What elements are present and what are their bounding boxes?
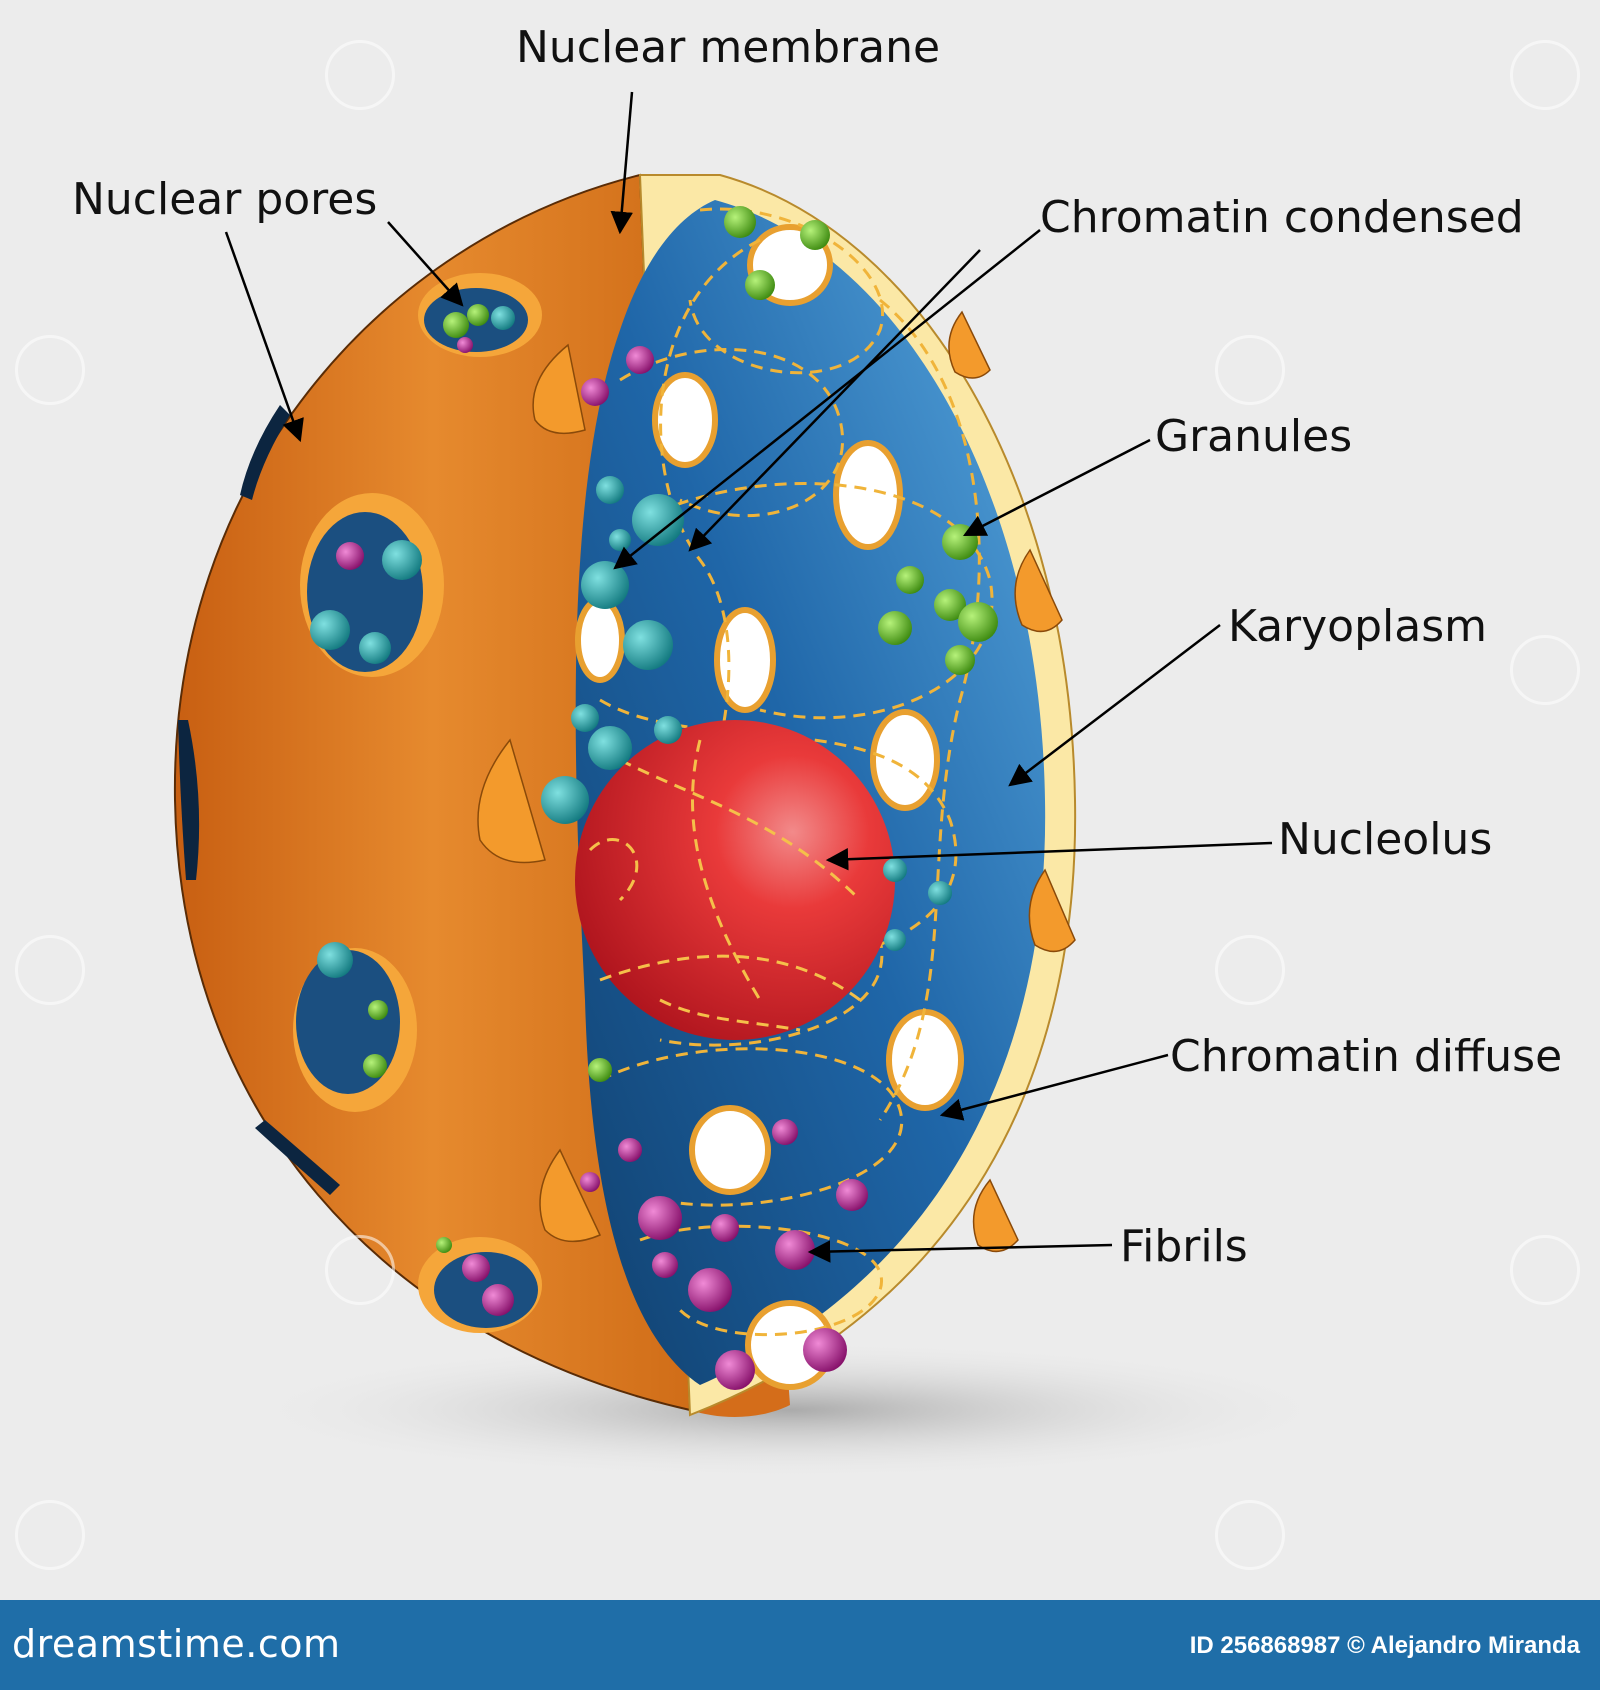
shell-notch	[255, 1120, 340, 1195]
arrow-karyoplasm	[1008, 624, 1221, 787]
watermark-icon	[325, 40, 395, 110]
shell-notch	[240, 405, 290, 500]
label-chromatin-diffuse: Chromatin diffuse	[1170, 1031, 1563, 1082]
watermark-icon	[1215, 935, 1285, 1005]
footer-brand[interactable]: dreamstime.com	[12, 1622, 341, 1666]
arrow-chromatin-condensed-2	[688, 249, 981, 552]
watermark-icon	[1215, 1500, 1285, 1570]
arrow-nuclear-membrane	[610, 91, 634, 235]
label-nuclear-membrane: Nuclear membrane	[516, 22, 941, 73]
nucleolus-fibers	[588, 739, 862, 1032]
watermark-icon	[1510, 1235, 1580, 1305]
watermark-icon	[15, 935, 85, 1005]
nucleus-diagram: Nuclear membrane Nuclear pores Chromatin…	[15, 22, 1580, 1570]
label-chromatin-condensed: Chromatin condensed	[1040, 192, 1524, 243]
watermark-icon	[325, 1235, 395, 1305]
watermark-icon	[1510, 635, 1580, 705]
arrow-nuclear-pores-1	[387, 221, 464, 307]
label-granules: Granules	[1155, 411, 1353, 462]
shell-notch	[178, 720, 200, 880]
watermark-icon	[1215, 335, 1285, 405]
floor-shadow	[230, 1340, 1350, 1480]
arrow-nuclear-pores-2	[224, 231, 304, 443]
watermark-icon	[1510, 40, 1580, 110]
fibrils	[580, 346, 868, 1390]
watermark-icon	[15, 335, 85, 405]
nucleolus	[575, 720, 895, 1040]
nuclear-pore	[293, 942, 417, 1112]
label-fibrils: Fibrils	[1120, 1221, 1248, 1272]
nucleus-illustration	[173, 91, 1350, 1480]
edge-notches	[477, 310, 1076, 1253]
label-karyoplasm: Karyoplasm	[1228, 601, 1487, 652]
footer-credit: ID 256868987 © Alejandro Miranda	[1189, 1632, 1580, 1659]
arrow-granules	[962, 438, 1151, 537]
pointer-arrows	[224, 91, 1273, 1263]
label-nucleolus: Nucleolus	[1278, 814, 1493, 865]
nuclear-pore	[418, 1237, 542, 1333]
footer-bar: dreamstime.com ID 256868987 © Alejandro …	[0, 1600, 1600, 1690]
arrow-fibrils	[807, 1240, 1113, 1263]
nuclear-pore	[300, 493, 444, 677]
arrow-chromatin-diffuse	[939, 1053, 1169, 1121]
arrow-nucleolus	[825, 841, 1273, 871]
arrow-chromatin-condensed	[613, 229, 1041, 570]
condensed-chromatin	[541, 476, 952, 951]
nuclear-pore	[418, 273, 542, 357]
watermark-icon	[15, 1500, 85, 1570]
label-nuclear-pores: Nuclear pores	[72, 174, 378, 225]
